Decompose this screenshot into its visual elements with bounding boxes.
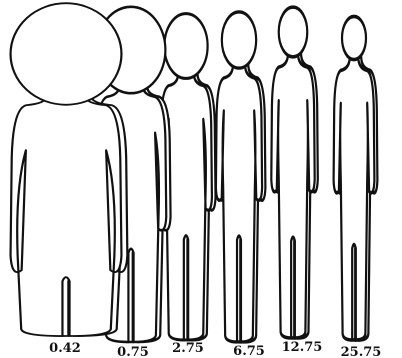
- silhouette-4-head: [222, 12, 256, 68]
- age-labels: 0.42 0.75 2.75 6.75 12.75 25.75: [49, 340, 381, 358]
- age-label-3: 2.75: [172, 341, 204, 356]
- silhouette-1-head: [11, 3, 122, 105]
- age-label-1: 0.42: [49, 341, 81, 356]
- silhouette-1: [11, 3, 128, 336]
- silhouette-6: [334, 16, 378, 340]
- age-label-6: 25.75: [341, 345, 382, 358]
- silhouette-6-head: [342, 16, 366, 59]
- silhouette-5: [271, 7, 318, 338]
- age-label-2: 0.75: [117, 345, 149, 358]
- figures-layer: [11, 3, 378, 342]
- silhouette-4: [216, 12, 266, 342]
- silhouette-5-head: [279, 7, 308, 57]
- age-label-4: 6.75: [233, 344, 265, 358]
- age-label-5: 12.75: [282, 340, 323, 355]
- silhouette-3-head: [164, 14, 207, 79]
